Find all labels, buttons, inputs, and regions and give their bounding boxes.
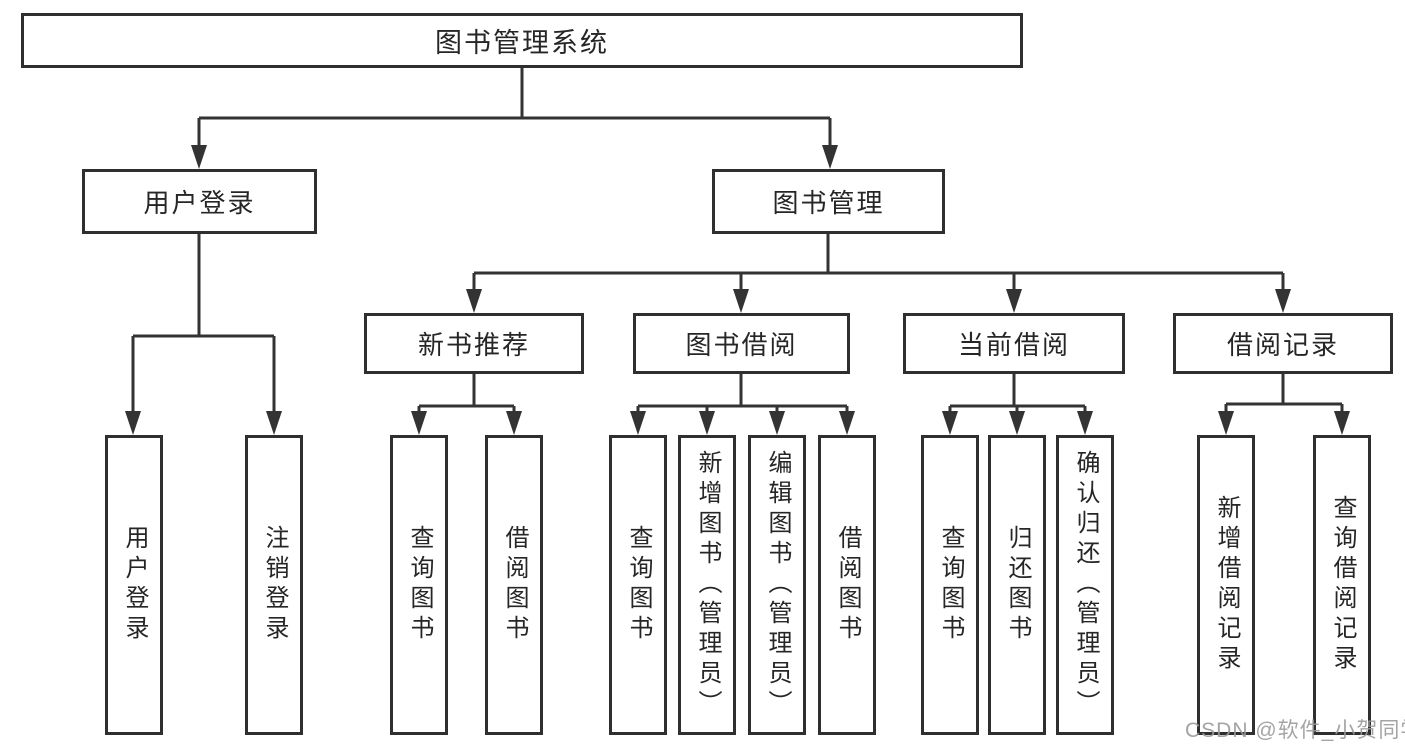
node-current-borrowing: 当前借阅 [903, 313, 1125, 374]
leaf-logout: 注销登录 [245, 435, 303, 735]
leaf-add-borrow-record: 新增借阅记录 [1197, 435, 1255, 735]
leaf-user-login: 用户登录 [105, 435, 163, 735]
node-library-system: 图书管理系统 [21, 13, 1023, 68]
node-user-login: 用户登录 [82, 169, 317, 234]
leaf-borrow-books-recommend: 借阅图书 [485, 435, 543, 735]
leaf-query-books-recommend: 查询图书 [390, 435, 448, 735]
node-book-borrowing: 图书借阅 [633, 313, 850, 374]
leaf-edit-books-admin: 编辑图书（管理员） [748, 435, 806, 735]
csdn-watermark: CSDN @软件_小贺同学 [1185, 719, 1405, 742]
leaf-return-books: 归还图书 [988, 435, 1046, 735]
leaf-query-borrow-record: 查询借阅记录 [1313, 435, 1371, 735]
leaf-query-books-borrowing: 查询图书 [609, 435, 667, 735]
leaf-query-books-current: 查询图书 [921, 435, 979, 735]
node-book-management: 图书管理 [712, 169, 945, 234]
node-borrowing-records: 借阅记录 [1173, 313, 1393, 374]
node-new-book-recommendation: 新书推荐 [364, 313, 584, 374]
leaf-confirm-return-admin: 确认归还（管理员） [1056, 435, 1114, 735]
leaf-borrow-books: 借阅图书 [818, 435, 876, 735]
leaf-add-books-admin: 新增图书（管理员） [678, 435, 736, 735]
